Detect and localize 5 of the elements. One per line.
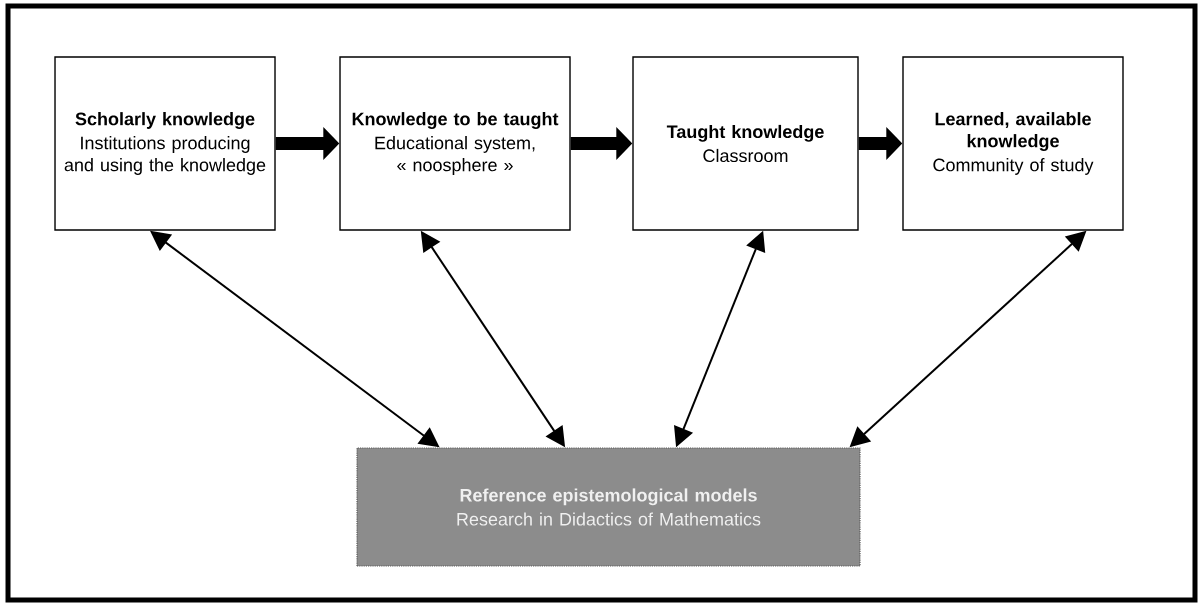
reference-box: Reference epistemological models Research in Didactics of Mathematics [356, 447, 861, 567]
knowledge-box: Learned, available knowledge Community of study [902, 56, 1124, 231]
knowledge-box: Knowledge to be taught Educational system, « noosphere » [339, 56, 571, 231]
knowledge-box: Scholarly knowledge Institutions producing and using the knowledge [54, 56, 276, 231]
knowledge-box: Taught knowledge Classroom [632, 56, 859, 231]
